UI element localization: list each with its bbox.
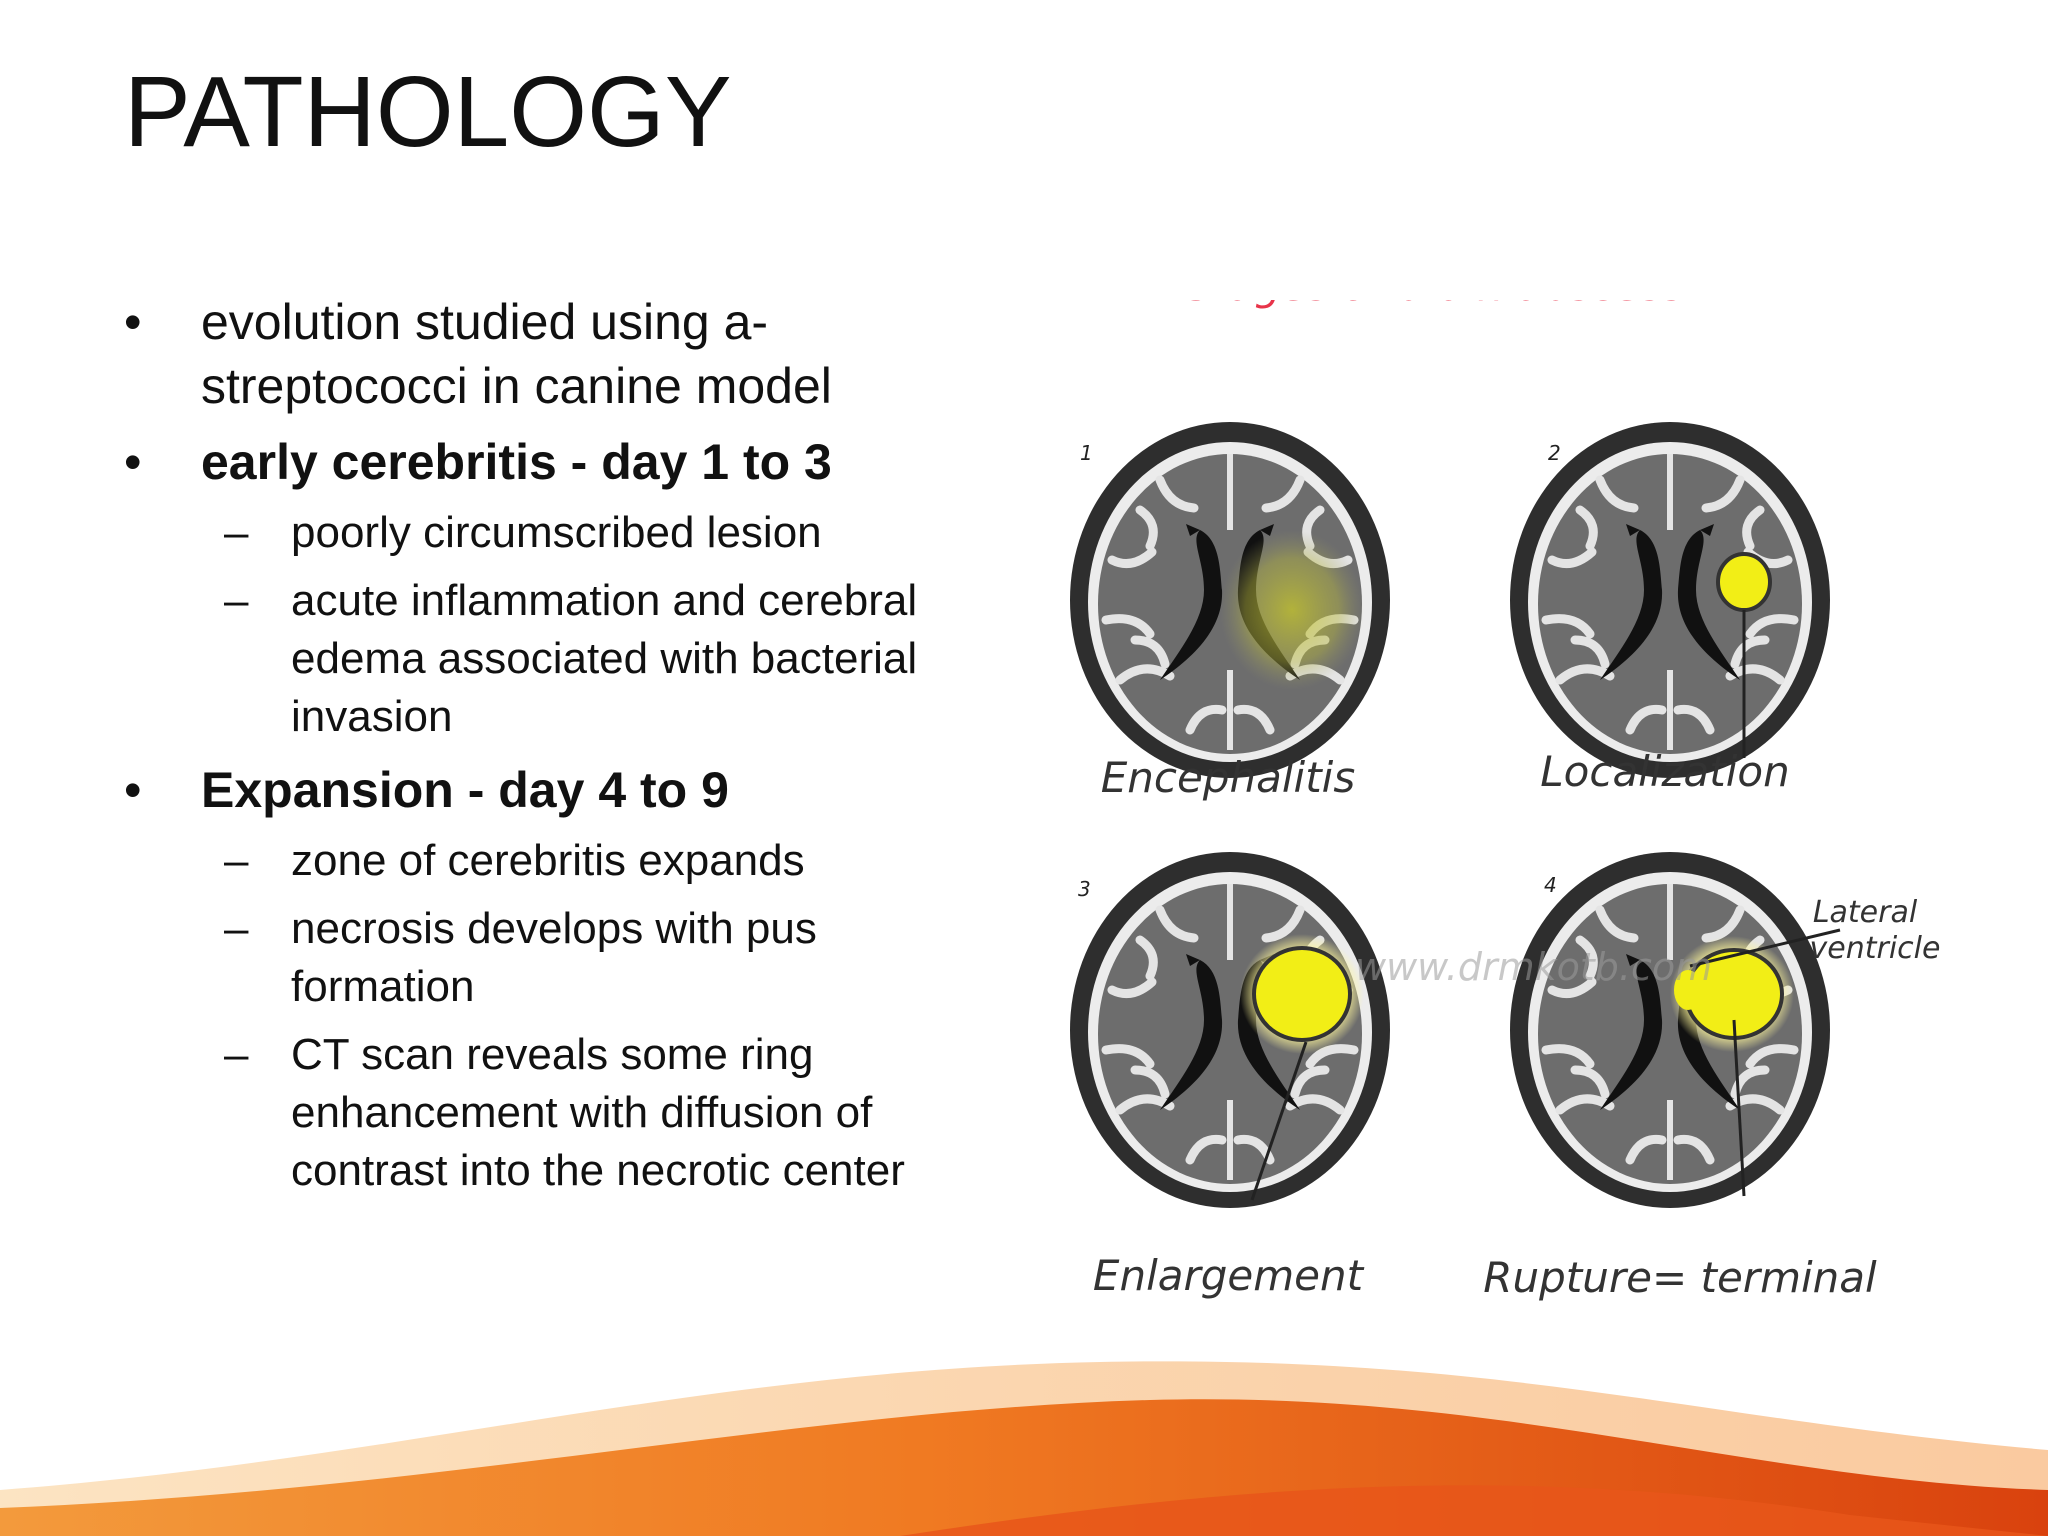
bullet-text: acute inflammation and cerebral edema ass… bbox=[291, 572, 1024, 746]
panel-label: Enlargement bbox=[1093, 1251, 1365, 1300]
abscess-lesion bbox=[1716, 552, 1772, 612]
bullet-text: evolution studied using a-streptococci i… bbox=[201, 290, 1024, 418]
bullet-dash: – bbox=[224, 508, 249, 557]
figure-title: Stages of brain abscess bbox=[1186, 300, 1685, 310]
bullet-item: • early cerebritis - day 1 to 3 bbox=[124, 430, 1024, 494]
panel-number: 1 bbox=[1080, 441, 1093, 465]
brain-abscess-stages-figure: Stages of brain abscess 1 Encephalitis 2… bbox=[1050, 300, 1941, 1302]
sub-bullet-item: –acute inflammation and cerebral edema as… bbox=[124, 572, 1024, 746]
abscess-lesion bbox=[1252, 946, 1352, 1042]
panel-3: 3 bbox=[1070, 852, 1390, 1208]
bullet-dash: – bbox=[224, 576, 249, 625]
panel-number: 4 bbox=[1544, 873, 1557, 897]
panel-label: Encephalitis bbox=[1101, 753, 1355, 802]
panel-1: 1 bbox=[1070, 422, 1390, 778]
bullet-dash: – bbox=[224, 1030, 249, 1079]
bullet-text-line: acute inflammation and cerebral bbox=[291, 576, 918, 625]
bullet-text-line: zone of cerebritis expands bbox=[291, 836, 805, 885]
bullet-text-line: early cerebritis - day 1 to 3 bbox=[201, 434, 832, 490]
bullet-text-line: enhancement with diffusion of bbox=[291, 1088, 873, 1137]
bullet-dash: – bbox=[224, 904, 249, 953]
panel-number: 2 bbox=[1548, 441, 1561, 465]
bullet-text: zone of cerebritis expands bbox=[291, 832, 1024, 890]
panel-label: Rupture= terminal bbox=[1483, 1253, 1877, 1302]
bullet-text-line: contrast into the necrotic center bbox=[291, 1146, 905, 1195]
panel-label: Localization bbox=[1540, 747, 1790, 796]
bullet-item: • Expansion - day 4 to 9 bbox=[124, 758, 1024, 822]
bullet-text: CT scan reveals some ring enhancement wit… bbox=[291, 1026, 1024, 1200]
sub-bullet-item: –necrosis develops with pus formation bbox=[124, 900, 1024, 1016]
rupture-leak bbox=[1674, 970, 1702, 1010]
bullet-dot: • bbox=[124, 762, 142, 818]
callout-line-2: ventricle bbox=[1810, 931, 1941, 966]
bullet-text-line: Expansion - day 4 to 9 bbox=[201, 762, 729, 818]
bullet-text-line: edema associated with bacterial bbox=[291, 634, 918, 683]
bullet-dash: – bbox=[224, 836, 249, 885]
pointer-line bbox=[1250, 1041, 1308, 1201]
panel-4: 4 bbox=[1510, 852, 1841, 1208]
slide-title: PATHOLOGY bbox=[124, 56, 732, 168]
bullet-text-line: evolution studied using a- bbox=[201, 294, 769, 350]
bullet-text-line: streptococci in canine model bbox=[201, 358, 832, 414]
bullet-text: poorly circumscribed lesion bbox=[291, 504, 1024, 562]
bullet-item: • evolution studied using a-streptococci … bbox=[124, 290, 1024, 418]
bullet-text-line: formation bbox=[291, 962, 475, 1011]
callout-line-1: Lateral bbox=[1813, 895, 1918, 930]
bullet-dot: • bbox=[124, 294, 142, 350]
bullet-text: early cerebritis - day 1 to 3 bbox=[201, 430, 1024, 494]
footer-wave-decoration bbox=[0, 1361, 2048, 1536]
bullet-text-line: invasion bbox=[291, 692, 453, 741]
bullet-text-line: poorly circumscribed lesion bbox=[291, 508, 822, 557]
bullet-dot: • bbox=[124, 434, 142, 490]
bullet-text-line: CT scan reveals some ring bbox=[291, 1030, 814, 1079]
bullet-text: necrosis develops with pus formation bbox=[291, 900, 1024, 1016]
pointer-line bbox=[1732, 1019, 1746, 1197]
sub-bullet-item: –CT scan reveals some ring enhancement wi… bbox=[124, 1026, 1024, 1200]
watermark: www.drmkotb.com bbox=[1355, 945, 1712, 989]
panel-number: 3 bbox=[1078, 877, 1091, 901]
sub-bullet-item: –poorly circumscribed lesion bbox=[124, 504, 1024, 562]
bullet-text-line: necrosis develops with pus bbox=[291, 904, 817, 953]
cerebritis-haze bbox=[1220, 530, 1364, 690]
bullet-text: Expansion - day 4 to 9 bbox=[201, 758, 1024, 822]
panel-2: 2 bbox=[1510, 422, 1830, 778]
lateral-ventricle-pointer bbox=[1689, 928, 1841, 968]
sub-bullet-item: –zone of cerebritis expands bbox=[124, 832, 1024, 890]
bullet-list: • evolution studied using a-streptococci … bbox=[124, 278, 1024, 1200]
